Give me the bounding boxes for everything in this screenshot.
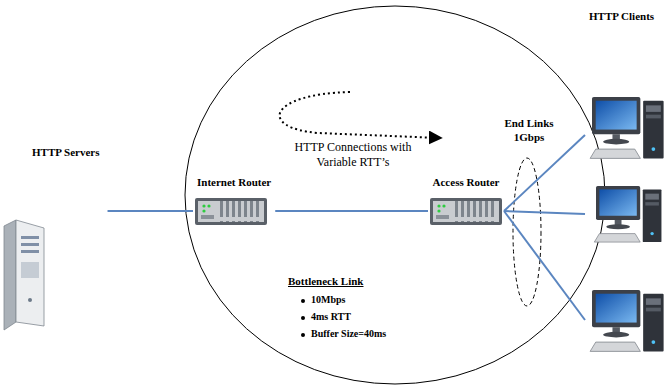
- client-computer: [594, 186, 661, 242]
- router-icon: [195, 198, 267, 225]
- network-link: [275, 210, 428, 212]
- client-computer: [590, 290, 663, 351]
- link-property: Buffer Size=40ms: [300, 328, 386, 341]
- router-icon: [430, 198, 502, 225]
- network-link: [504, 135, 585, 211]
- link-property: 4ms RTT: [300, 311, 351, 324]
- server-icon: [4, 220, 44, 330]
- node-label: Internet Router: [197, 176, 271, 189]
- link-property: 10Mbps: [300, 294, 345, 307]
- annotation-label: End Links 1Gbps: [497, 117, 561, 145]
- node-label: Access Router: [433, 176, 500, 189]
- annotation-label: HTTP Connections with Variable RTT’s: [284, 140, 422, 170]
- router-node: Access Router: [428, 172, 504, 230]
- node-label: HTTP Clients: [589, 10, 654, 23]
- client-computer: [590, 97, 663, 158]
- clients-node: HTTP Clients: [585, 6, 667, 366]
- network-link: [504, 211, 585, 320]
- annotation-label: Bottleneck Link: [288, 275, 363, 289]
- node-label: HTTP Servers: [32, 146, 100, 159]
- network-link: [504, 211, 585, 214]
- network-ellipse: [185, 6, 605, 384]
- network-link: [108, 210, 193, 212]
- server-node: HTTP Servers: [2, 142, 108, 332]
- router-node: Internet Router: [193, 172, 275, 230]
- connections-arrow: [280, 92, 440, 138]
